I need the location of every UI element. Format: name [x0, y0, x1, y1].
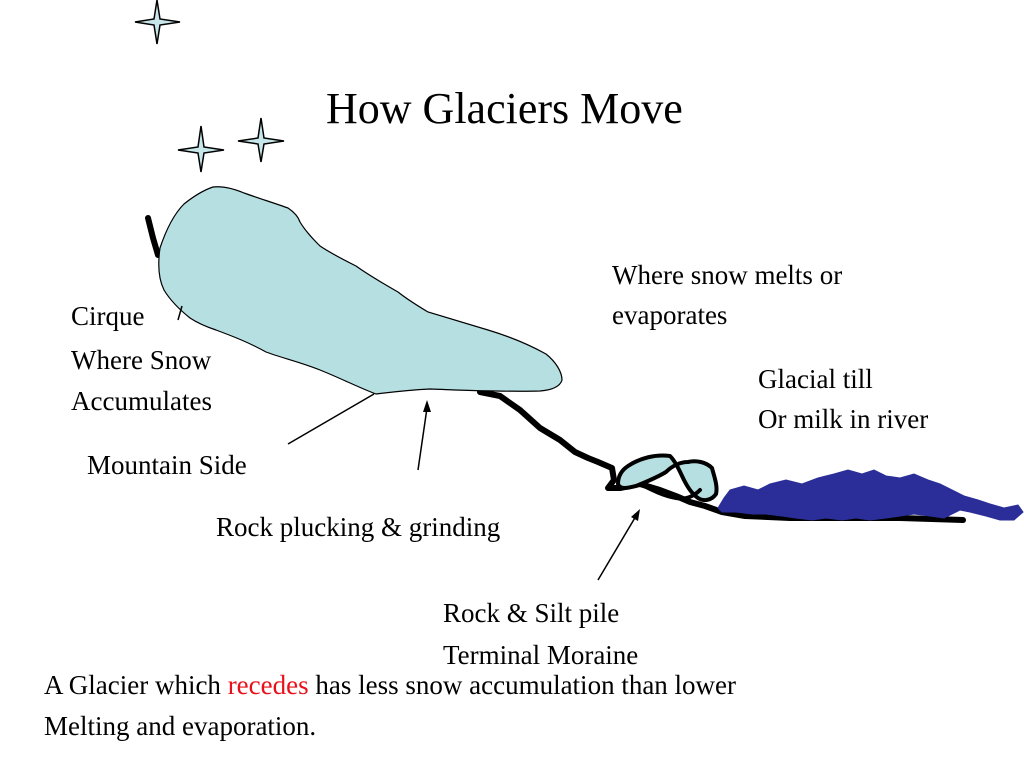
label-glacial-till: Glacial till [758, 364, 873, 394]
label-melt-line2: evaporates [612, 300, 728, 330]
moraine-arrow [597, 515, 637, 581]
sparkle-star-icon [134, 0, 181, 45]
sparkle-star-icon [177, 125, 225, 173]
caption-line2: Melting and evaporation. [44, 711, 317, 741]
caption-line1: A Glacier which recedes has less snow ac… [44, 665, 736, 705]
label-rock-silt-pile: Rock & Silt pile [443, 598, 620, 628]
glacial-till-blob [616, 453, 719, 503]
caption-text-part2: has less snow accumulation than lower [308, 670, 737, 700]
mountain-side-pointer [287, 393, 375, 445]
moraine-arrowhead [631, 509, 640, 521]
caption-text-part1: A Glacier which [44, 670, 228, 700]
sparkle-star-icon [237, 117, 285, 163]
label-cirque: Cirque [71, 301, 145, 331]
label-rock-plucking: Rock plucking & grinding [216, 512, 501, 542]
caption-highlight-recedes: recedes [227, 670, 309, 700]
glacier-body [158, 186, 563, 395]
river [717, 469, 1024, 521]
label-melt-line1: Where snow melts or [612, 260, 843, 290]
page-title: How Glaciers Move [326, 84, 683, 133]
label-terminal-moraine: Terminal Moraine [443, 640, 639, 670]
cirque-pointer [177, 305, 183, 321]
label-milk-in-river: Or milk in river [758, 404, 929, 434]
label-where-snow: Where Snow [71, 345, 212, 375]
rock-plucking-arrow [417, 407, 428, 471]
label-mountain-side: Mountain Side [87, 450, 247, 480]
label-accumulates: Accumulates [71, 386, 212, 416]
glacial-till-loop [642, 484, 702, 501]
rock-plucking-arrowhead [423, 400, 431, 412]
